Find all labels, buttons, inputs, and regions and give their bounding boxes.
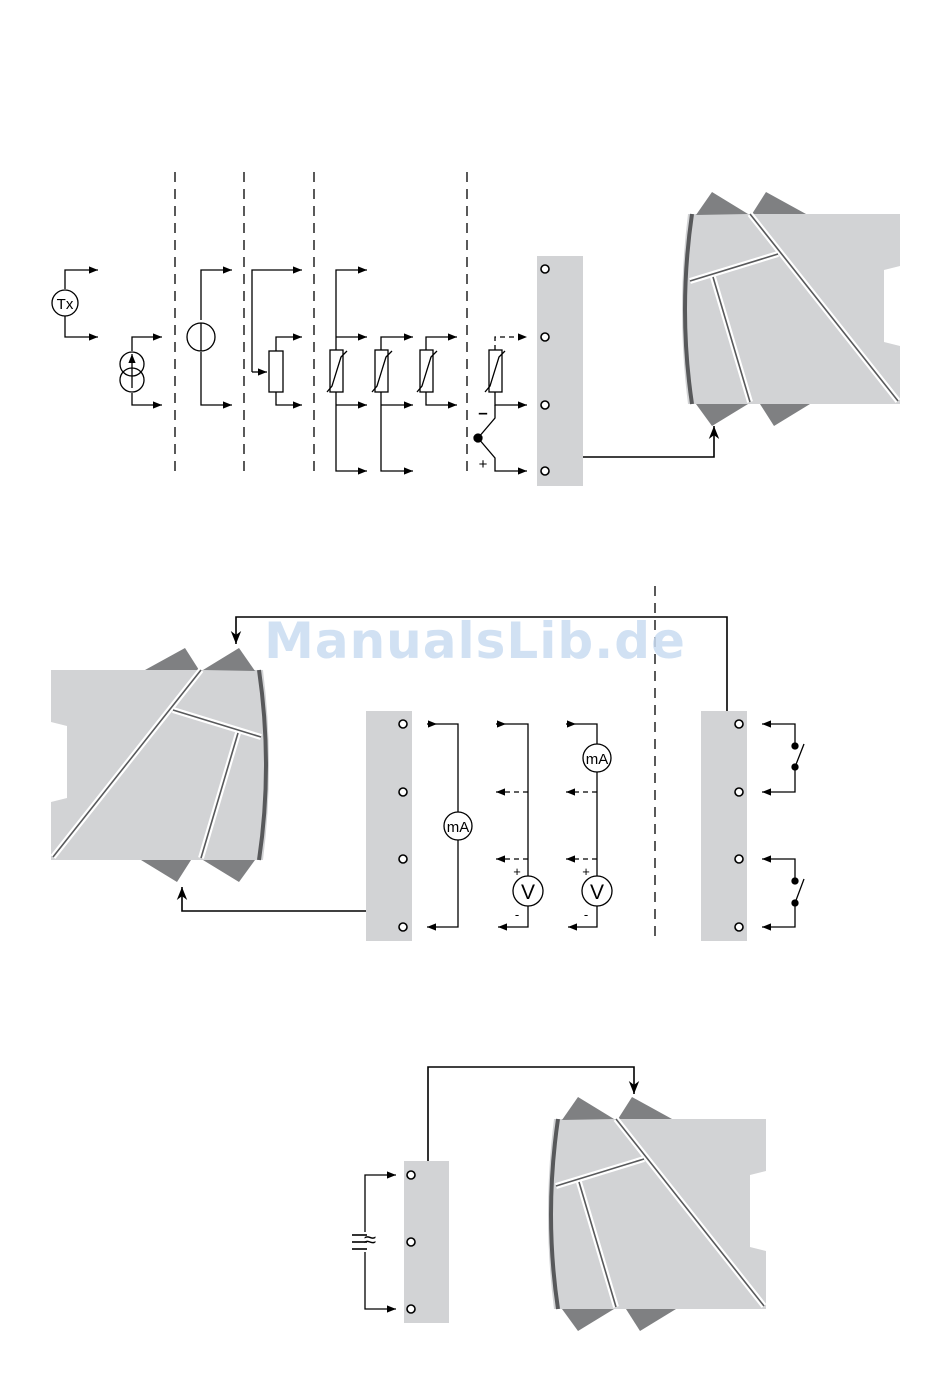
terminal-3 [735,855,743,863]
terminal-1 [735,720,743,728]
terminal-2 [407,1238,415,1246]
terminal-block-relay [701,711,747,941]
isolator-module-input [682,190,900,426]
isolator-module-output [51,646,269,882]
tx-label: Tx [57,296,74,313]
terminal-1 [407,1171,415,1179]
volt-b-plus-label: + [582,864,590,879]
output-connection-line [182,887,367,911]
tc-plus-label: + [479,456,488,473]
ma-meter-label: mA [586,751,609,768]
terminal-block-input [537,256,583,486]
volt-meter-a-label: V [521,881,535,904]
potentiometer-icon [252,270,302,405]
output-section [182,586,804,941]
supply-ac-dc-label: ≈ [364,1227,376,1252]
terminal-4 [735,923,743,931]
tc-minus-label: – [478,403,487,422]
terminal-3 [541,401,549,409]
terminal-2 [735,788,743,796]
terminal-4 [541,467,549,475]
voltage-source-icon [187,270,232,405]
terminal-block-output [366,711,412,941]
relay-contact-2 [762,859,804,927]
rtd-2wire-icon [417,337,457,405]
volt-b-minus-label: - [584,907,588,922]
ma-output-label: mA [447,819,470,836]
voltage-output-loop-a [496,724,543,927]
volt-a-plus-label: + [513,864,521,879]
terminal-4 [399,923,407,931]
relay-connection-line [236,617,727,711]
rtd-3wire-icon [372,337,413,471]
volt-meter-b-label: V [590,881,604,904]
terminal-1 [399,720,407,728]
input-section [52,172,714,486]
terminal-1 [541,265,549,273]
current-source-icon [120,337,162,405]
terminal-3 [399,855,407,863]
terminal-2 [541,333,549,341]
terminal-3 [407,1305,415,1313]
input-connection-line [583,426,714,457]
rtd-4wire-icon [327,270,367,471]
relay-contact-1 [762,724,804,792]
volt-a-minus-label: - [515,907,519,922]
terminal-2 [399,788,407,796]
isolator-module-supply [548,1095,766,1331]
